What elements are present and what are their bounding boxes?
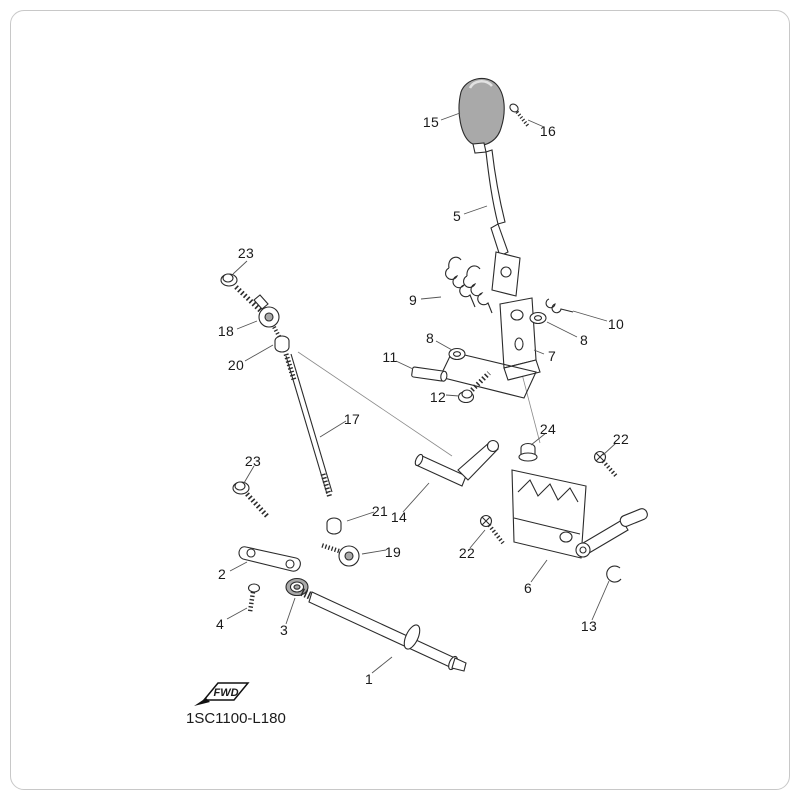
torsion-springs-part	[445, 256, 493, 314]
lever-shaft-assembly-part	[414, 439, 500, 487]
diagram-code: 1SC1100-L180	[186, 710, 286, 727]
return-spring-part	[545, 298, 574, 314]
bolt-lower-part	[232, 481, 269, 518]
ball-joint-lower-part	[320, 542, 360, 567]
shift-knob-part	[458, 77, 505, 154]
screw-lower-part	[479, 514, 505, 545]
bolt-upper-part	[220, 273, 264, 314]
nut-lower-part	[326, 517, 342, 535]
alignment-lines	[297, 351, 541, 457]
shift-arm-part	[238, 546, 301, 572]
fwd-marker: FWD	[194, 682, 250, 706]
nut-upper-part	[274, 335, 290, 353]
shift-lever-part	[485, 149, 521, 297]
e-clip-part	[606, 565, 622, 583]
flange-bolt-part	[457, 371, 491, 404]
pivot-pin-part	[411, 366, 448, 382]
screw-right-part	[593, 450, 619, 479]
flange-nut-part	[518, 442, 538, 462]
fwd-label: FWD	[213, 687, 238, 699]
washer-right-part	[529, 311, 547, 325]
lever-bracket-part	[439, 297, 541, 399]
mount-plate-part	[511, 469, 648, 559]
washer-left-part	[448, 347, 466, 361]
shift-shaft-part	[300, 588, 467, 672]
seal-part	[285, 577, 309, 597]
leader-lines	[226, 112, 617, 674]
knob-screw-part	[509, 103, 530, 128]
connecting-rod-part	[283, 353, 333, 499]
arm-bolt-part	[247, 583, 261, 613]
ball-joint-upper-part	[253, 294, 282, 339]
